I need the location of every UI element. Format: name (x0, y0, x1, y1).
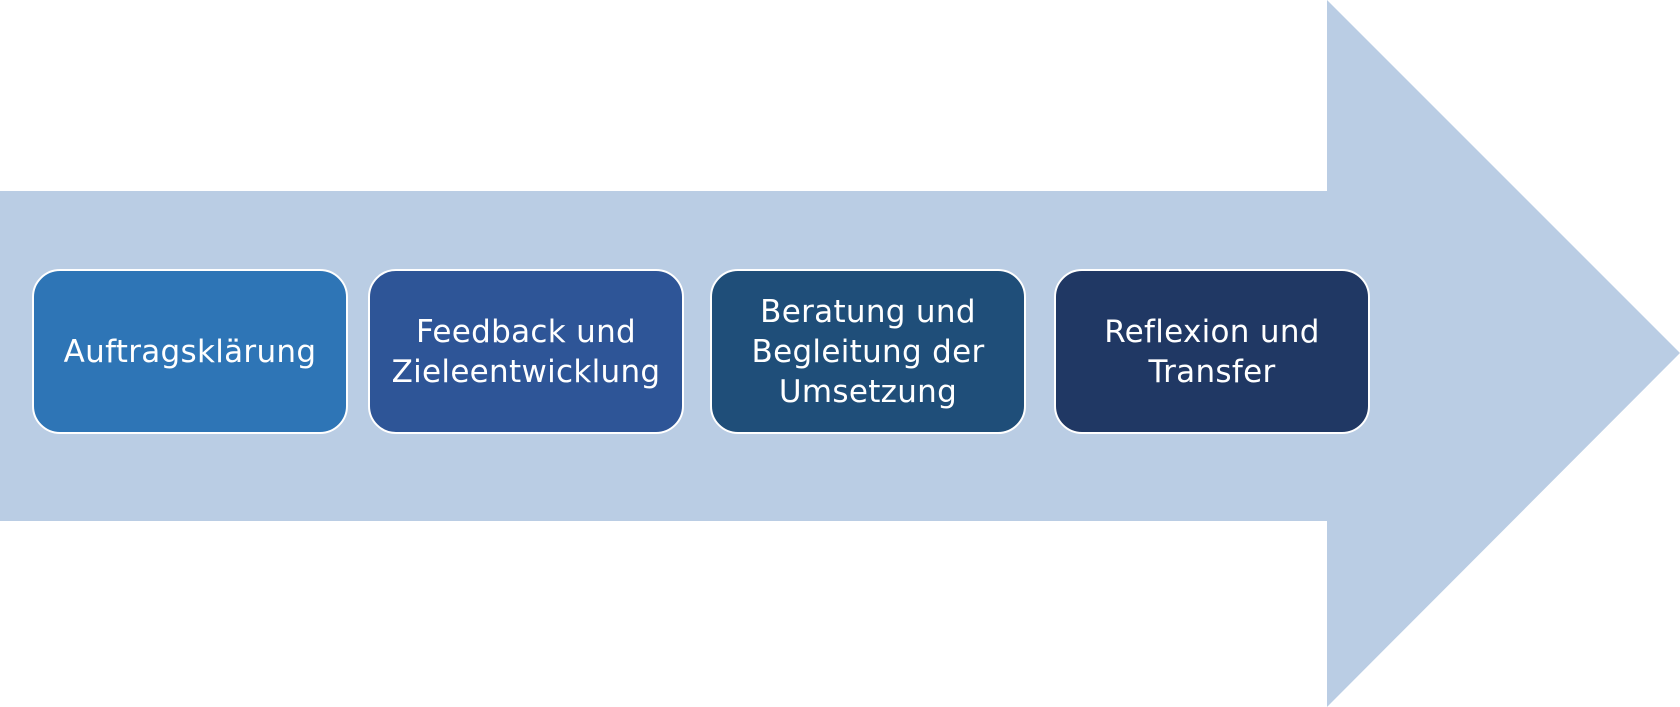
step-box-feedback-zieleentwicklung: Feedback und Zieleentwicklung (368, 269, 684, 434)
step-label: Reflexion und Transfer (1104, 313, 1320, 390)
step-box-beratung-begleitung: Beratung und Begleitung der Umsetzung (710, 269, 1026, 434)
step-label: Beratung und Begleitung der Umsetzung (751, 293, 985, 410)
step-box-auftragsklaerung: Auftragsklärung (32, 269, 348, 434)
step-box-reflexion-transfer: Reflexion und Transfer (1054, 269, 1370, 434)
step-label: Auftragsklärung (63, 333, 317, 370)
step-label: Feedback und Zieleentwicklung (391, 313, 661, 390)
